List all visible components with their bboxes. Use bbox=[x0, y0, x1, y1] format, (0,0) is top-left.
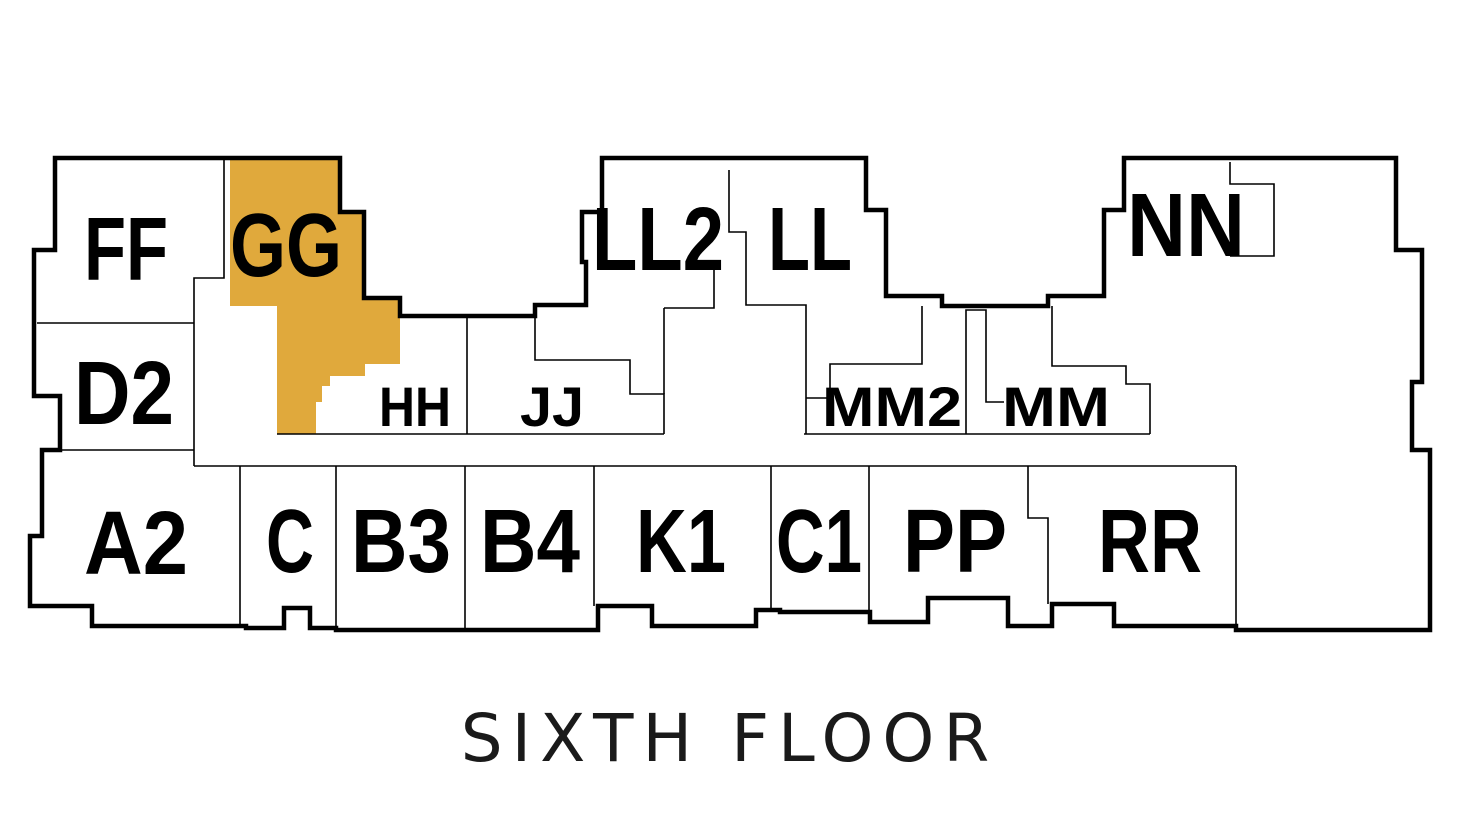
unit-label-d2[interactable]: D2 bbox=[74, 344, 174, 444]
unit-label-jj[interactable]: JJ bbox=[520, 375, 584, 438]
building-outline bbox=[27, 155, 1433, 633]
unit-label-ll2[interactable]: LL2 bbox=[592, 190, 724, 290]
unit-divisions bbox=[37, 158, 1275, 628]
unit-label-mm2[interactable]: MM2 bbox=[822, 375, 962, 438]
unit-label-rr[interactable]: RR bbox=[1098, 492, 1202, 592]
unit-label-ll[interactable]: LL bbox=[768, 190, 852, 290]
unit-gg-area[interactable] bbox=[230, 158, 400, 434]
unit-label-a2[interactable]: A2 bbox=[84, 494, 188, 594]
unit-label-nn[interactable]: NN bbox=[1127, 176, 1245, 276]
floor-plan: FF GG D2 HH JJ LL2 LL NN MM2 MM A2 C B3 … bbox=[27, 155, 1433, 633]
unit-label-b4[interactable]: B4 bbox=[480, 492, 580, 592]
unit-label-ff[interactable]: FF bbox=[84, 200, 168, 300]
unit-label-pp[interactable]: PP bbox=[903, 492, 1007, 592]
unit-label-gg[interactable]: GG bbox=[230, 196, 342, 296]
unit-label-c[interactable]: C bbox=[266, 492, 314, 592]
unit-label-c1[interactable]: C1 bbox=[776, 492, 862, 592]
unit-label-hh[interactable]: HH bbox=[379, 375, 451, 438]
unit-label-b3[interactable]: B3 bbox=[351, 492, 451, 592]
unit-label-k1[interactable]: K1 bbox=[636, 492, 726, 592]
floor-title: SIXTH FLOOR bbox=[460, 700, 999, 777]
unit-label-mm[interactable]: MM bbox=[1002, 375, 1110, 438]
